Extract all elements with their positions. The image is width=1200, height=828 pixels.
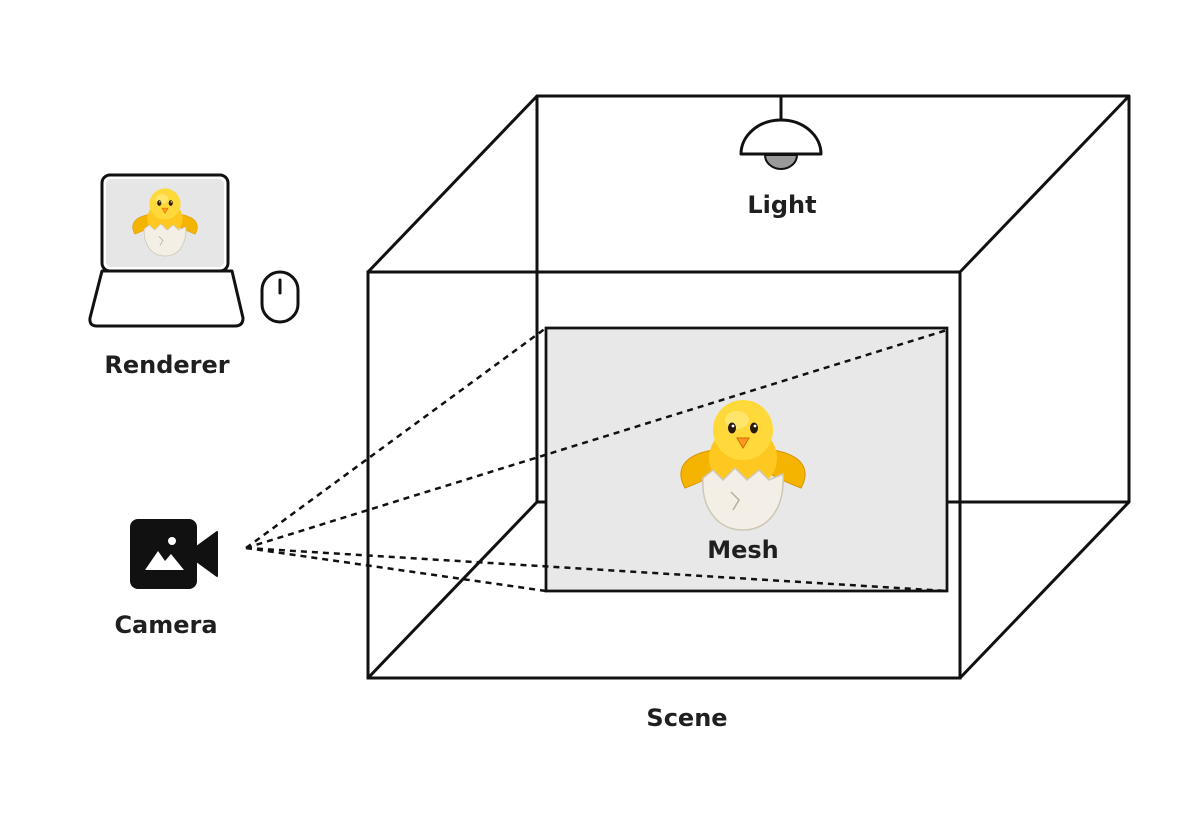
scene-label: Scene bbox=[646, 704, 727, 732]
frustum-line-top-right bbox=[245, 328, 948, 550]
scene-front-face bbox=[366, 270, 962, 680]
scene-depth-edge-top-right bbox=[958, 94, 1131, 274]
mouse-icon[interactable] bbox=[260, 270, 300, 324]
renderer-label: Renderer bbox=[104, 351, 229, 379]
frustum-line-bottom-left bbox=[245, 546, 547, 593]
video-camera-icon bbox=[130, 519, 218, 589]
mesh-label: Mesh bbox=[707, 536, 779, 564]
camera-label: Camera bbox=[114, 611, 217, 639]
ceiling-lamp-icon bbox=[739, 96, 823, 170]
scene-depth-edge-top-left bbox=[366, 94, 539, 274]
frustum-line-bottom-right bbox=[245, 546, 948, 593]
camera-frustum bbox=[245, 326, 948, 593]
laptop-icon bbox=[88, 173, 245, 328]
scene-depth-edge-bottom-left bbox=[366, 500, 539, 680]
scene-depth-edge-bottom-right bbox=[958, 500, 1131, 680]
frustum-line-top-left bbox=[245, 326, 547, 550]
light-label: Light bbox=[747, 191, 816, 219]
